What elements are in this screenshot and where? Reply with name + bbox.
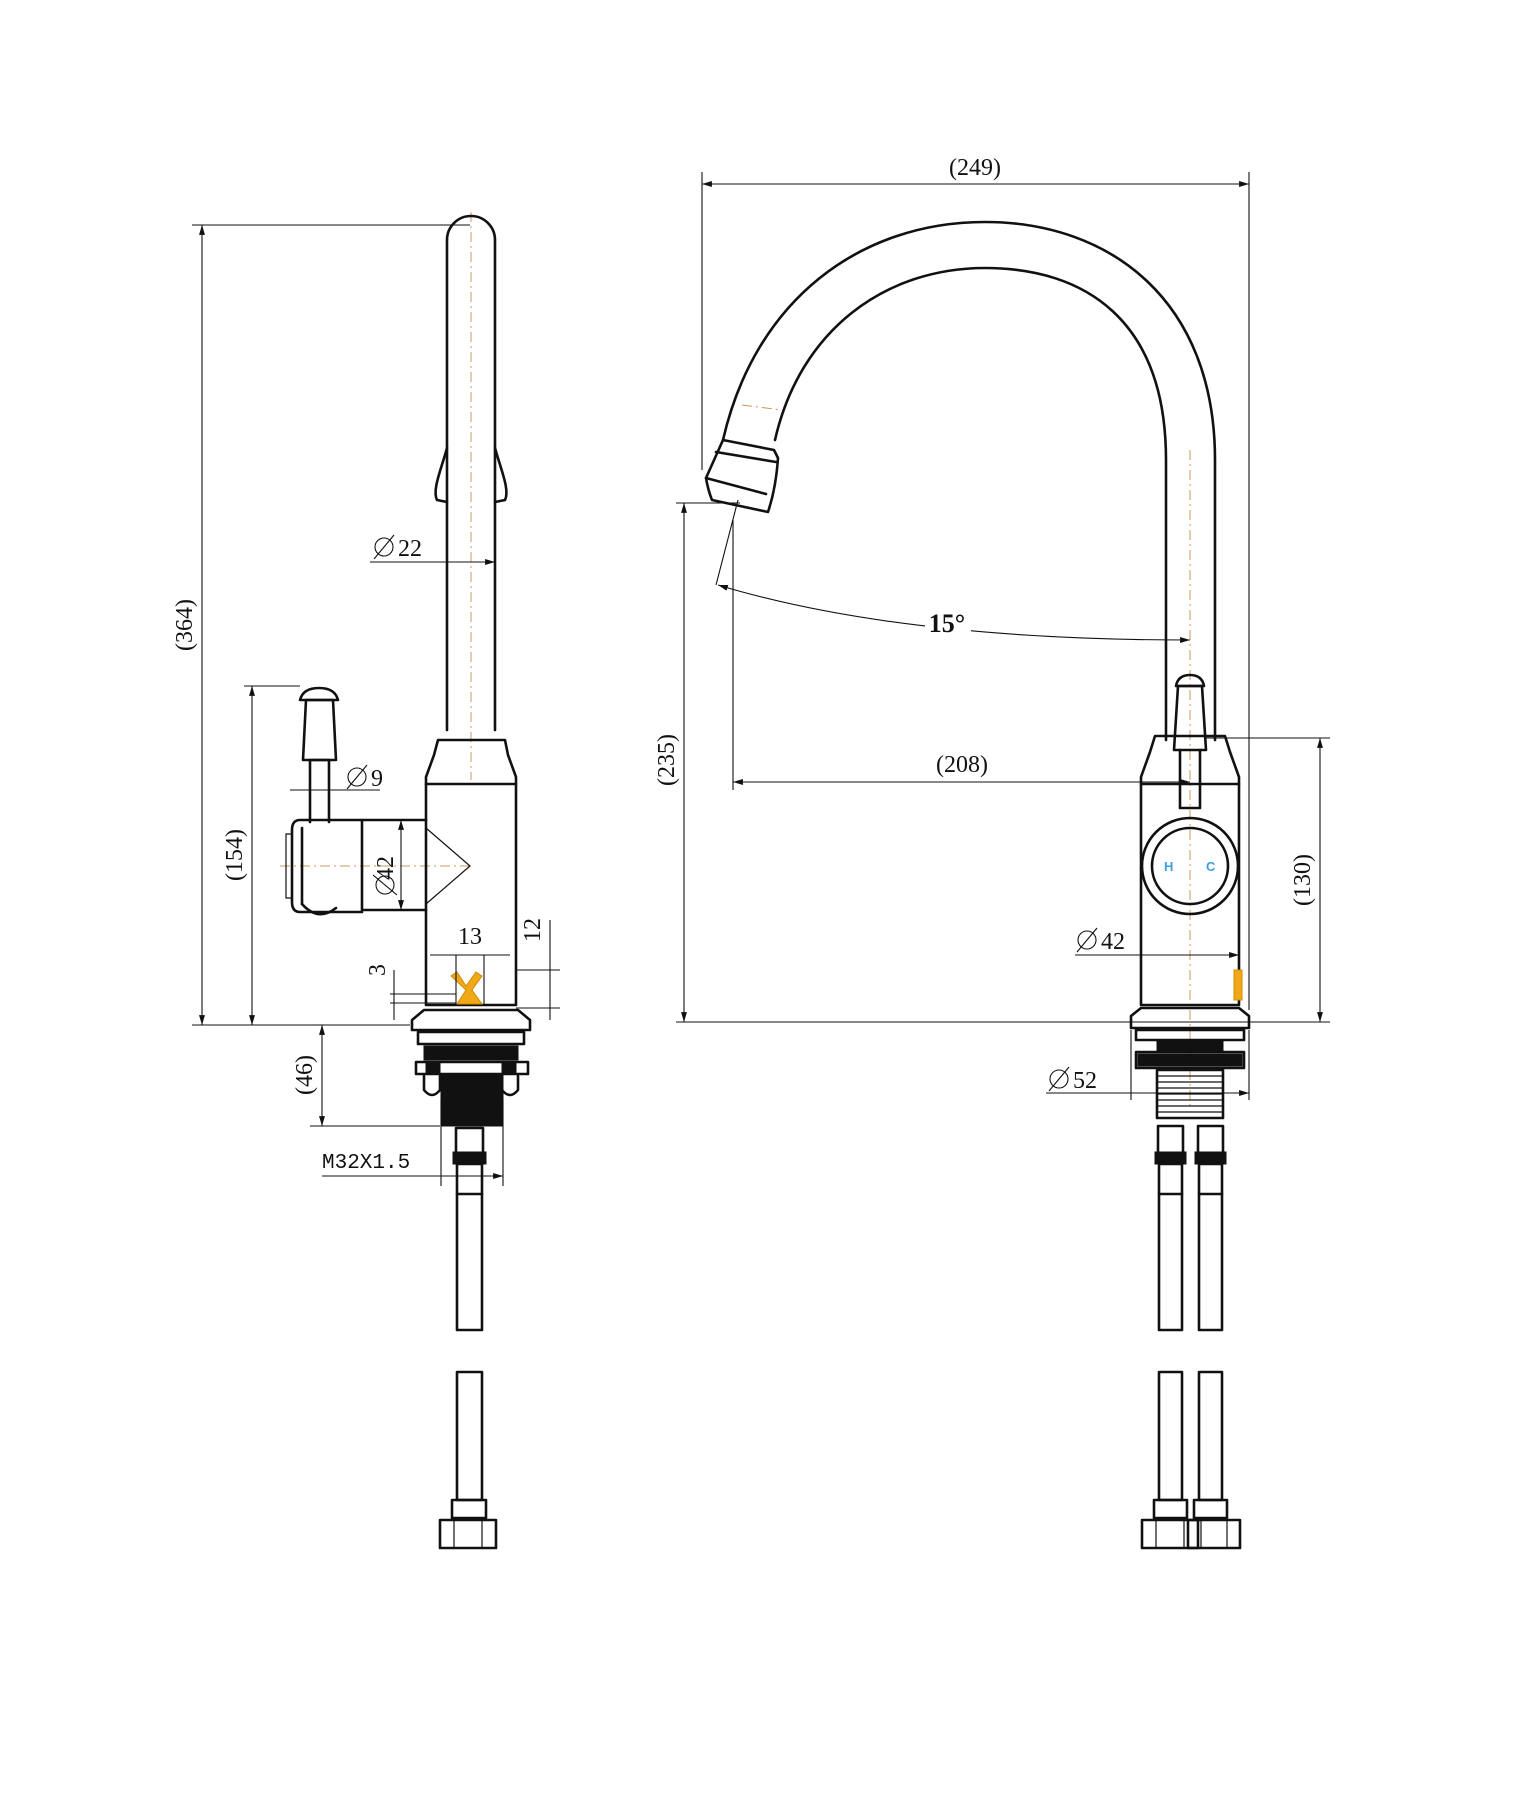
dim-12-label: 12 bbox=[520, 918, 546, 942]
dim-dia42-side-label: 42 bbox=[373, 856, 399, 880]
dim-130-label: (130) bbox=[1290, 854, 1316, 906]
side-base-flange bbox=[410, 1008, 532, 1032]
side-spout-tube bbox=[445, 214, 497, 732]
diameter-symbol bbox=[373, 534, 395, 560]
front-spout-tip-centerline bbox=[741, 404, 783, 411]
front-spout-outer-arc bbox=[721, 220, 1217, 742]
side-spout-ring-left bbox=[434, 446, 449, 504]
front-body bbox=[1139, 782, 1241, 1007]
side-handle-boss bbox=[360, 818, 428, 912]
side-view: (364) (154) 22 9 42 13 bbox=[172, 212, 560, 1550]
front-lever-stem bbox=[1178, 748, 1202, 810]
front-view: H C bbox=[654, 155, 1330, 1550]
dim-235-label: (235) bbox=[654, 734, 680, 786]
side-body bbox=[424, 782, 518, 1007]
side-bolt-left bbox=[422, 1074, 442, 1097]
side-handle-cap-face bbox=[285, 833, 292, 899]
side-bolt-right bbox=[500, 1074, 520, 1097]
diameter-symbol bbox=[1076, 927, 1098, 953]
front-hose-left bbox=[1140, 1124, 1200, 1550]
front-orange-marker bbox=[1233, 969, 1243, 1001]
side-hose-ferrule bbox=[455, 1162, 484, 1196]
side-hose-lower bbox=[455, 1370, 484, 1502]
side-hose-upper bbox=[455, 1192, 484, 1332]
front-base-flange bbox=[1129, 1006, 1251, 1030]
front-aerator-ring-2 bbox=[704, 476, 768, 496]
side-orange-marker bbox=[450, 971, 483, 1005]
front-nut-plate-fill bbox=[1137, 1053, 1243, 1067]
side-boss-transition bbox=[425, 827, 471, 905]
dim-13-label: 13 bbox=[458, 924, 482, 950]
front-lever-top bbox=[1174, 673, 1206, 688]
side-nut-left bbox=[425, 1061, 441, 1075]
diameter-symbol bbox=[372, 874, 398, 896]
dim-dia22-label: 22 bbox=[398, 536, 422, 562]
dim-thread-label: M32X1.5 bbox=[322, 1152, 410, 1175]
side-lever-top bbox=[298, 686, 340, 702]
side-handle-cap-bottom bbox=[300, 902, 338, 916]
diameter-symbol bbox=[1048, 1066, 1070, 1092]
dim-364-label: (364) bbox=[172, 599, 198, 651]
side-hose-end-nut bbox=[438, 1518, 498, 1550]
side-nut-right bbox=[501, 1061, 517, 1075]
side-handle-cap bbox=[290, 818, 364, 914]
dim-dia42-front-label: 42 bbox=[1101, 929, 1125, 955]
side-mount-plate bbox=[423, 1045, 519, 1061]
dim-dia9-label: 9 bbox=[371, 766, 383, 792]
front-nut-plate bbox=[1134, 1050, 1246, 1070]
side-threaded-shank bbox=[440, 1073, 504, 1127]
dim-3-label: 3 bbox=[365, 964, 391, 976]
hot-label: H bbox=[1164, 859, 1173, 874]
side-lever-stem bbox=[308, 758, 331, 824]
front-thread-hatch bbox=[1157, 1075, 1223, 1113]
side-hose-nut bbox=[452, 1151, 487, 1165]
side-spout-ring-right bbox=[493, 446, 508, 504]
front-handle-disc-inner bbox=[1150, 826, 1230, 906]
front-aerator-ring bbox=[714, 450, 778, 464]
front-spout-inner-arc bbox=[773, 266, 1168, 742]
front-handle-disc-outer bbox=[1140, 816, 1240, 916]
dim-15-label-bg bbox=[925, 608, 971, 638]
dim-46-label: (46) bbox=[292, 1055, 318, 1095]
dim-15-ext-tip bbox=[715, 499, 739, 586]
front-hose-right bbox=[1186, 1124, 1242, 1550]
dim-dia52-label: 52 bbox=[1073, 1068, 1097, 1094]
dim-208-label: (208) bbox=[936, 752, 988, 778]
side-washer bbox=[416, 1030, 526, 1046]
side-hose-crimp bbox=[450, 1498, 488, 1520]
dim-249-label: (249) bbox=[949, 155, 1001, 181]
front-shank-top bbox=[1156, 1039, 1224, 1053]
dim-154-label: (154) bbox=[222, 829, 248, 881]
dim-15-label: 15° bbox=[929, 609, 965, 638]
side-lever-grip bbox=[301, 698, 338, 762]
diameter-symbol bbox=[346, 764, 368, 790]
cold-label: C bbox=[1206, 859, 1216, 874]
front-spout-aerator bbox=[704, 438, 780, 514]
